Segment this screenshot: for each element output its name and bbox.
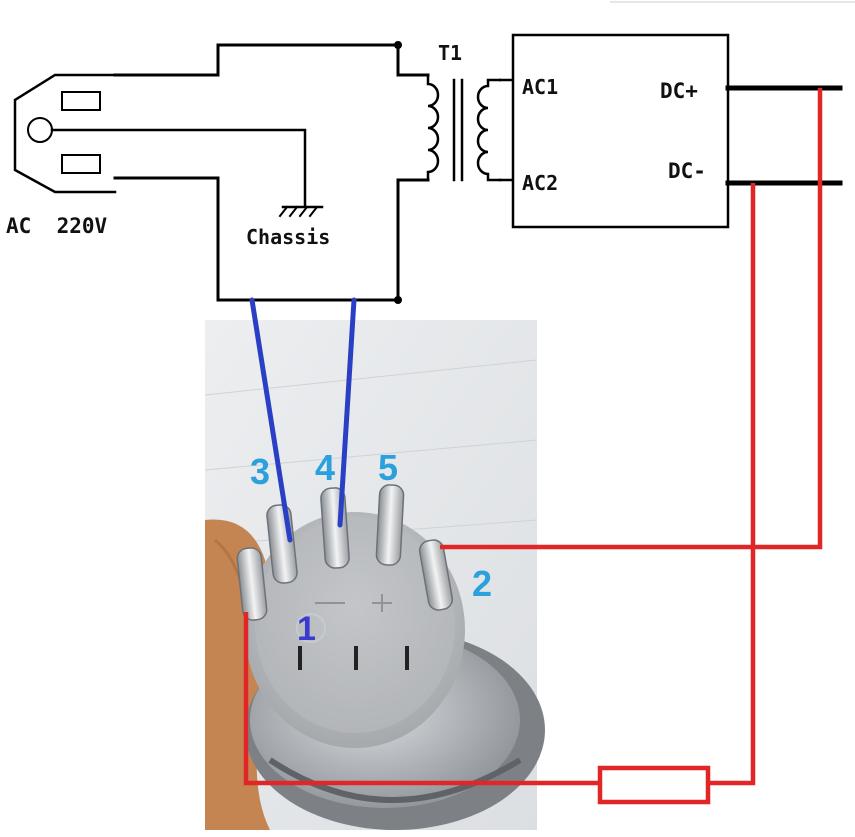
switch-photo <box>204 320 545 830</box>
wire-dcminus-to-resistor <box>708 183 756 786</box>
pin-2-terminal <box>418 539 454 611</box>
ac-plug-outline <box>13 73 117 194</box>
pin-3-number: 3 <box>250 451 270 492</box>
wire-pin-1-to-resistor <box>243 612 600 786</box>
pin-5-number: 5 <box>378 447 398 488</box>
wire-to-pin-4 <box>337 297 357 528</box>
pin-1-terminal <box>236 547 268 621</box>
module-dcminus-label: DC- <box>668 159 706 183</box>
transformer-label: T1 <box>438 41 462 65</box>
pin-4-number: 4 <box>315 447 335 488</box>
chassis-ground-symbol <box>278 205 324 218</box>
pin-2-number: 2 <box>472 563 492 604</box>
plug-prong-bottom <box>61 154 101 174</box>
transformer-t1 <box>426 73 516 182</box>
switch-wires <box>249 297 357 543</box>
wire-dcplus-to-pin-2 <box>440 88 823 550</box>
schematic <box>13 33 843 304</box>
plug-prong-top <box>61 91 101 111</box>
ac-voltage-label: AC 220V <box>6 214 108 238</box>
resistor <box>597 765 711 805</box>
module-in2-label: AC2 <box>522 171 558 195</box>
module-dcplus-label: DC+ <box>660 79 698 103</box>
acdc-module <box>511 33 730 229</box>
chassis-label: Chassis <box>246 225 330 249</box>
pin-4-terminal <box>320 487 350 569</box>
pin-5-terminal <box>375 484 405 566</box>
module-in1-label: AC1 <box>522 75 558 99</box>
wire-to-pin-3 <box>249 297 293 543</box>
plug-ground-pin <box>27 117 53 143</box>
dc-wires <box>243 88 823 805</box>
pin-1-number: 1 <box>297 610 316 648</box>
